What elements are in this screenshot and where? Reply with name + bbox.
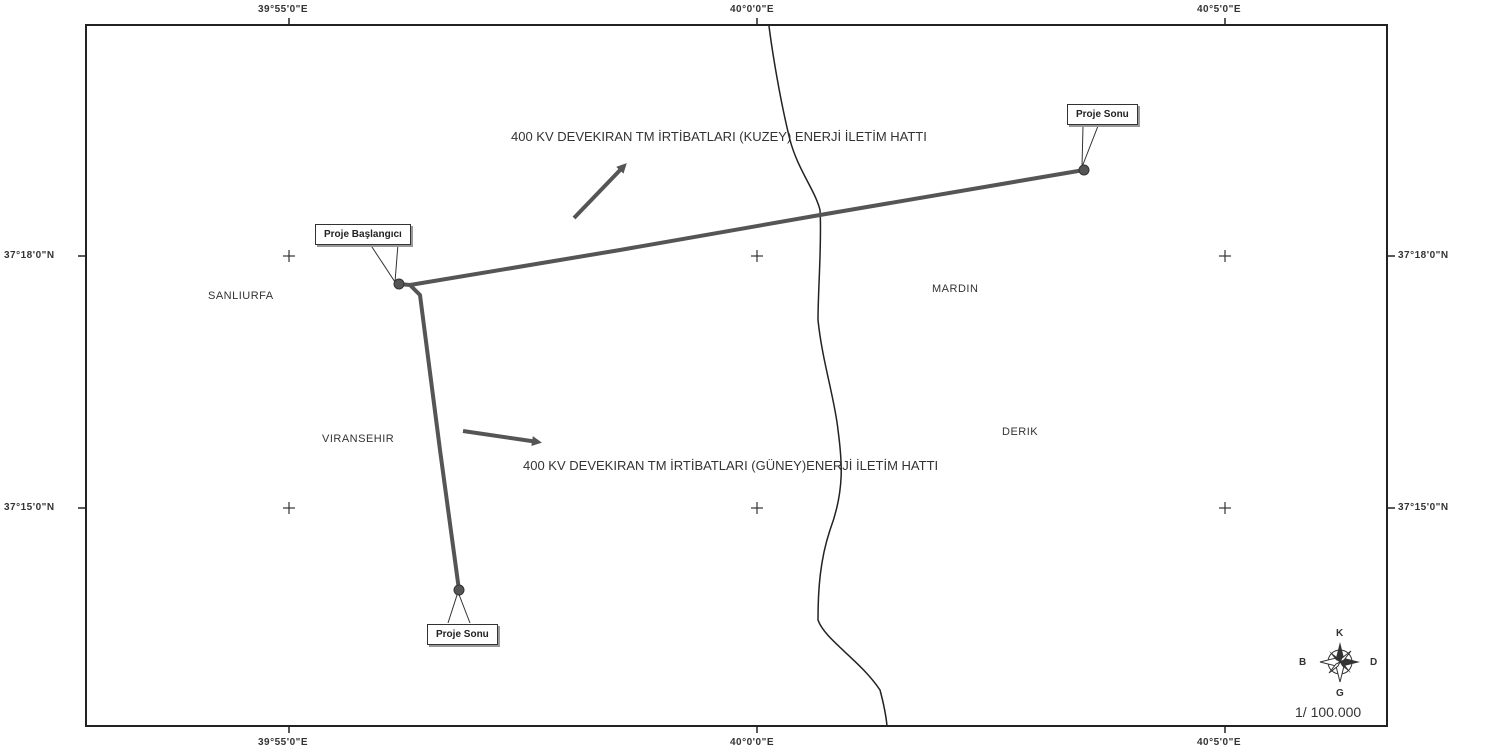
- coord-top-3: 40°5'0"E: [1197, 4, 1242, 15]
- coord-left-2: 37°15'0"N: [4, 502, 55, 513]
- line-title-north: 400 KV DEVEKIRAN TM İRTİBATLARI (KUZEY) …: [511, 129, 927, 144]
- place-viransehir: VIRANSEHIR: [322, 433, 395, 445]
- compass-east-label: D: [1370, 657, 1378, 668]
- coord-bottom-3: 40°5'0"E: [1197, 737, 1242, 748]
- arrow-south: [462, 429, 542, 447]
- route-north: [398, 168, 1085, 287]
- coord-bottom-1: 39°55'0"E: [258, 737, 309, 748]
- coord-left-1: 37°18'0"N: [4, 250, 55, 261]
- compass-south-label: G: [1336, 688, 1344, 699]
- point-end-south: [453, 584, 465, 596]
- place-mardin: MARDIN: [932, 283, 979, 295]
- coord-right-2: 37°15'0"N: [1398, 502, 1449, 513]
- callout-project-end-south: Proje Sonu: [427, 624, 498, 645]
- callout-project-start: Proje Başlangıcı: [315, 224, 411, 245]
- graticule-crosses: [283, 250, 1231, 514]
- point-start: [393, 278, 405, 290]
- callout-project-end-north: Proje Sonu: [1067, 104, 1138, 125]
- map-scale: 1/ 100.000: [1295, 704, 1362, 720]
- compass-rose-icon: [1319, 642, 1360, 683]
- coord-top-2: 40°0'0"E: [730, 4, 775, 15]
- province-boundary: [768, 25, 888, 727]
- route-south: [408, 283, 461, 591]
- map-frame: [85, 24, 1388, 727]
- compass-north-label: K: [1336, 628, 1344, 639]
- arrow-north: [572, 163, 627, 220]
- line-title-south: 400 KV DEVEKIRAN TM İRTİBATLARI (GÜNEY)E…: [523, 458, 939, 473]
- place-derik: DERIK: [1002, 426, 1039, 438]
- callout-leaders: [369, 125, 1099, 624]
- frame-ticks: [78, 18, 1395, 733]
- place-sanliurfa: SANLIURFA: [208, 290, 274, 302]
- compass-west-label: B: [1299, 657, 1307, 668]
- point-end-north: [1078, 164, 1090, 176]
- coord-right-1: 37°18'0"N: [1398, 250, 1449, 261]
- coord-bottom-2: 40°0'0"E: [730, 737, 775, 748]
- coord-top-1: 39°55'0"E: [258, 4, 309, 15]
